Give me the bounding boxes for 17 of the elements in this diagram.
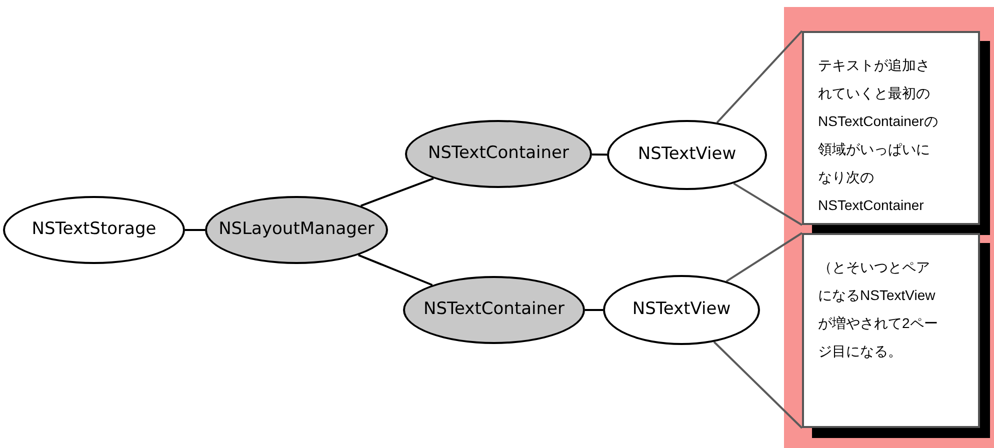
connector-line [358,254,433,286]
class-name: NSTextContainer [424,298,564,322]
connector-line [360,178,434,207]
class-name: NSTextContainer [428,142,569,166]
class-name: NSTextView [638,143,736,166]
connector-line [713,341,803,429]
connector-line [185,229,205,231]
connector-line [733,182,803,226]
class-name: NSLayoutManager [218,218,374,242]
connector-line [592,154,607,156]
class-name: NSTextView [632,298,731,322]
highlight-band [784,7,994,448]
connector-line [726,232,803,282]
note-text: （とそいつとペアになるNSTextViewが増やされて2ページ目になる。 [818,258,939,361]
note-text: テキストが追加されていくと最初のNSTextContainerの領域がいっぱいになり次のNSTextContainer [818,56,939,215]
class-name: NSTextStorage [32,218,156,242]
connector-line [585,309,603,311]
